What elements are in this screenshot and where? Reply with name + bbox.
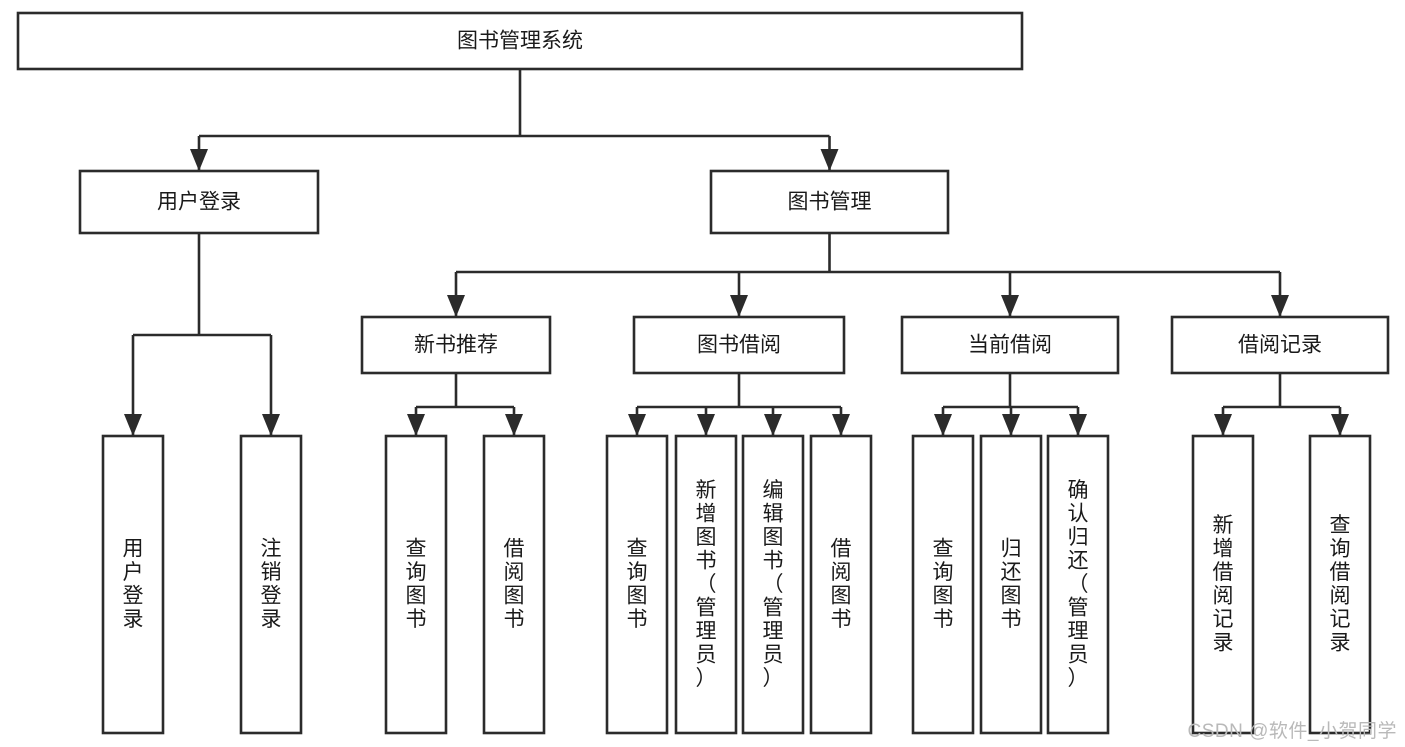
node-label: 图书管理 [788, 191, 872, 214]
arrow-head-icon [730, 295, 748, 317]
arrow-head-icon [1331, 414, 1349, 436]
node-leaf-0[interactable]: 用户登录 [101, 434, 165, 735]
node-leaf-7[interactable]: 借阅图书 [809, 434, 873, 735]
arrow-head-icon [262, 414, 280, 436]
node-box [16, 11, 1024, 71]
arrow-head-icon [1001, 295, 1019, 317]
node-leaf-8[interactable]: 查询图书 [911, 434, 975, 735]
node-box [1308, 434, 1372, 735]
node-label: 查询图书 [627, 538, 648, 632]
node-label: 用户登录 [157, 191, 241, 214]
arrow-head-icon [697, 414, 715, 436]
node-box [809, 434, 873, 735]
node-level3-0[interactable]: 新书推荐 [360, 315, 552, 375]
node-label: 查询借阅记录 [1330, 514, 1351, 655]
arrow-head-icon [934, 414, 952, 436]
node-label: 借阅图书 [504, 538, 525, 632]
node-box [709, 169, 950, 235]
node-box [1170, 315, 1390, 375]
node-box [979, 434, 1043, 735]
arrow-head-icon [190, 149, 208, 171]
node-label: 借阅记录 [1238, 334, 1322, 357]
node-level3-3[interactable]: 借阅记录 [1170, 315, 1390, 375]
node-label: 用户登录 [123, 538, 144, 632]
node-root-0[interactable]: 图书管理系统 [16, 11, 1024, 71]
node-leaf-2[interactable]: 查询图书 [384, 434, 448, 735]
node-label: 图书管理系统 [457, 30, 583, 53]
node-box [1191, 434, 1255, 735]
node-leaf-10[interactable]: 确认归还（管理员） [1046, 434, 1110, 735]
node-box [911, 434, 975, 735]
arrow-head-icon [447, 295, 465, 317]
node-box [674, 434, 738, 735]
arrow-head-icon [1069, 414, 1087, 436]
arrow-head-icon [1271, 295, 1289, 317]
arrow-head-icon [124, 414, 142, 436]
arrow-head-icon [505, 414, 523, 436]
node-label: 图书借阅 [697, 334, 781, 357]
node-box [482, 434, 546, 735]
node-box [101, 434, 165, 735]
node-leaf-3[interactable]: 借阅图书 [482, 434, 546, 735]
node-label: 新书推荐 [414, 334, 498, 357]
arrow-head-icon [1002, 414, 1020, 436]
node-box [900, 315, 1120, 375]
node-leaf-9[interactable]: 归还图书 [979, 434, 1043, 735]
arrow-head-icon [628, 414, 646, 436]
node-label: 注销登录 [261, 538, 282, 632]
node-label: 查询图书 [406, 538, 427, 632]
node-box [632, 315, 846, 375]
node-box [384, 434, 448, 735]
node-level3-2[interactable]: 当前借阅 [900, 315, 1120, 375]
node-box [78, 169, 320, 235]
node-box [741, 434, 805, 735]
node-box [605, 434, 669, 735]
node-leaf-11[interactable]: 新增借阅记录 [1191, 434, 1255, 735]
node-label: 确认归还（管理员） [1068, 479, 1089, 690]
arrow-head-icon [832, 414, 850, 436]
node-box [360, 315, 552, 375]
node-leaf-12[interactable]: 查询借阅记录 [1308, 434, 1372, 735]
arrow-head-icon [407, 414, 425, 436]
node-label: 借阅图书 [831, 538, 852, 632]
arrow-head-icon [764, 414, 782, 436]
diagram-nodes-layer: 图书管理系统用户登录图书管理新书推荐图书借阅当前借阅借阅记录用户登录注销登录查询… [16, 11, 1390, 735]
arrow-head-icon [820, 149, 839, 171]
node-label: 新增借阅记录 [1213, 514, 1234, 655]
node-box [239, 434, 303, 735]
node-label: 编辑图书（管理员） [763, 479, 784, 690]
node-label: 新增图书（管理员） [696, 479, 717, 690]
node-level3-1[interactable]: 图书借阅 [632, 315, 846, 375]
node-leaf-1[interactable]: 注销登录 [239, 434, 303, 735]
node-label: 查询图书 [933, 538, 954, 632]
node-box [1046, 434, 1110, 735]
arrow-head-icon [1214, 414, 1232, 436]
node-level2-1[interactable]: 图书管理 [709, 169, 950, 235]
node-label: 当前借阅 [968, 334, 1052, 357]
connector-edges-layer [124, 69, 1349, 436]
node-label: 归还图书 [1001, 538, 1022, 632]
node-leaf-5[interactable]: 新增图书（管理员） [674, 434, 738, 735]
node-level2-0[interactable]: 用户登录 [78, 169, 320, 235]
node-leaf-6[interactable]: 编辑图书（管理员） [741, 434, 805, 735]
node-leaf-4[interactable]: 查询图书 [605, 434, 669, 735]
